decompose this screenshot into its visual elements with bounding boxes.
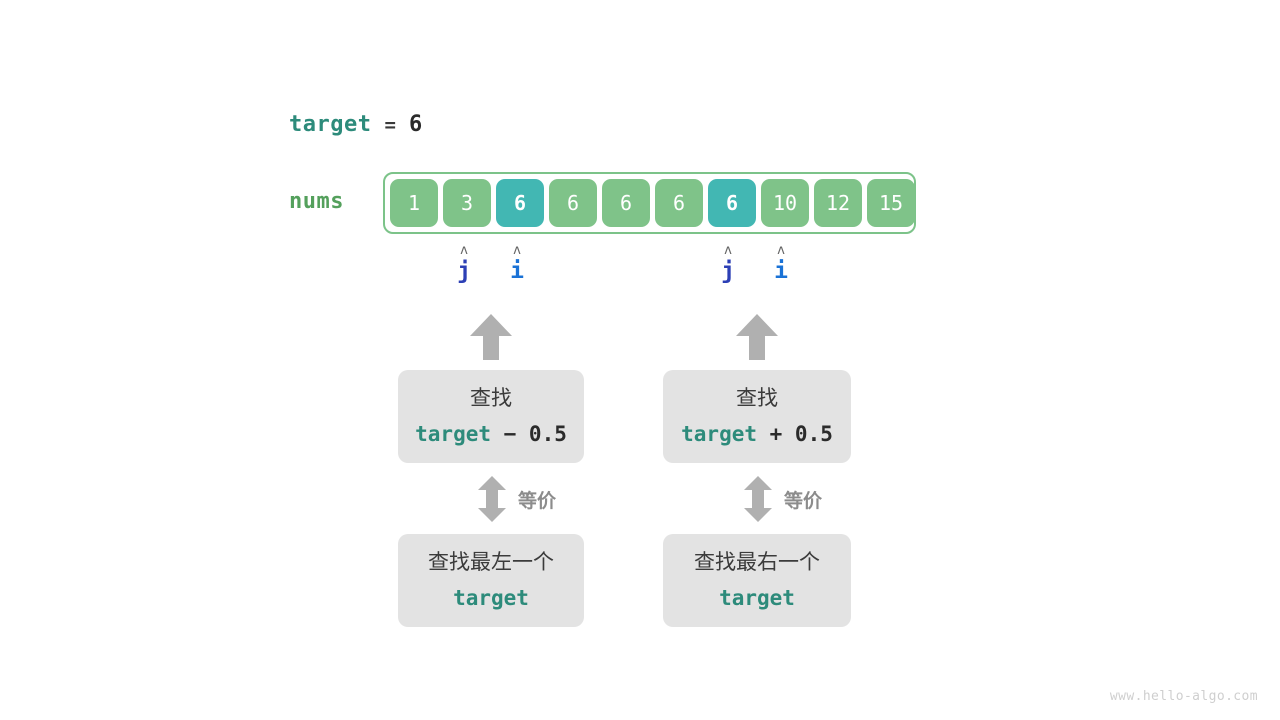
token-target: target (415, 421, 491, 446)
caret-icon: ʌ (513, 243, 521, 258)
info-box-right-boundary-plain: 查找最右一个 target (663, 534, 851, 627)
pointer-label: i (510, 258, 524, 284)
info-box-line1: 查找最左一个 (428, 550, 554, 574)
pointer-label: i (774, 258, 788, 284)
site-watermark: www.hello-algo.com (1109, 689, 1258, 704)
array-label: nums (289, 189, 344, 214)
array-cell: 6 (708, 179, 756, 227)
caret-icon: ʌ (724, 243, 732, 258)
array-cell: 6 (655, 179, 703, 227)
info-box-line2: target (719, 582, 795, 614)
info-box-line2: target − 0.5 (415, 418, 567, 450)
array-cell: 1 (390, 179, 438, 227)
info-box-left-boundary-plain: 查找最左一个 target (398, 534, 584, 627)
token-operator: − 0.5 (491, 421, 567, 446)
info-box-line2: target (453, 582, 529, 614)
pointer-label: j (457, 258, 471, 284)
double-arrow-icon (743, 475, 773, 523)
target-variable-name: target (289, 112, 372, 137)
token-target: target (681, 421, 757, 446)
info-box-line1: 查找最右一个 (694, 550, 820, 574)
array-cell: 15 (867, 179, 915, 227)
info-box-line1: 查找 (470, 386, 512, 410)
caret-icon: ʌ (777, 243, 785, 258)
token-target: target (453, 585, 529, 610)
array-cell: 6 (496, 179, 544, 227)
array-cell: 10 (761, 179, 809, 227)
pointer-label: j (721, 258, 735, 284)
target-value: 6 (408, 112, 423, 137)
token-target: target (719, 585, 795, 610)
array-cell: 12 (814, 179, 862, 227)
info-box-left-boundary-offset: 查找 target − 0.5 (398, 370, 584, 463)
equivalence-marker: 等价 (477, 475, 556, 523)
caret-icon: ʌ (460, 243, 468, 258)
token-operator: + 0.5 (757, 421, 833, 446)
equivalence-marker: 等价 (743, 475, 822, 523)
double-arrow-icon (477, 475, 507, 523)
info-box-line1: 查找 (736, 386, 778, 410)
target-declaration: target = 6 (289, 112, 422, 137)
array-cell: 6 (549, 179, 597, 227)
up-arrow-icon (735, 313, 779, 361)
array-cell: 6 (602, 179, 650, 227)
array-cell: 3 (443, 179, 491, 227)
equivalence-label: 等价 (784, 490, 823, 512)
info-box-right-boundary-offset: 查找 target + 0.5 (663, 370, 851, 463)
equivalence-label: 等价 (518, 490, 557, 512)
equals-sign: = (384, 114, 396, 136)
up-arrow-icon (469, 313, 513, 361)
info-box-line2: target + 0.5 (681, 418, 833, 450)
